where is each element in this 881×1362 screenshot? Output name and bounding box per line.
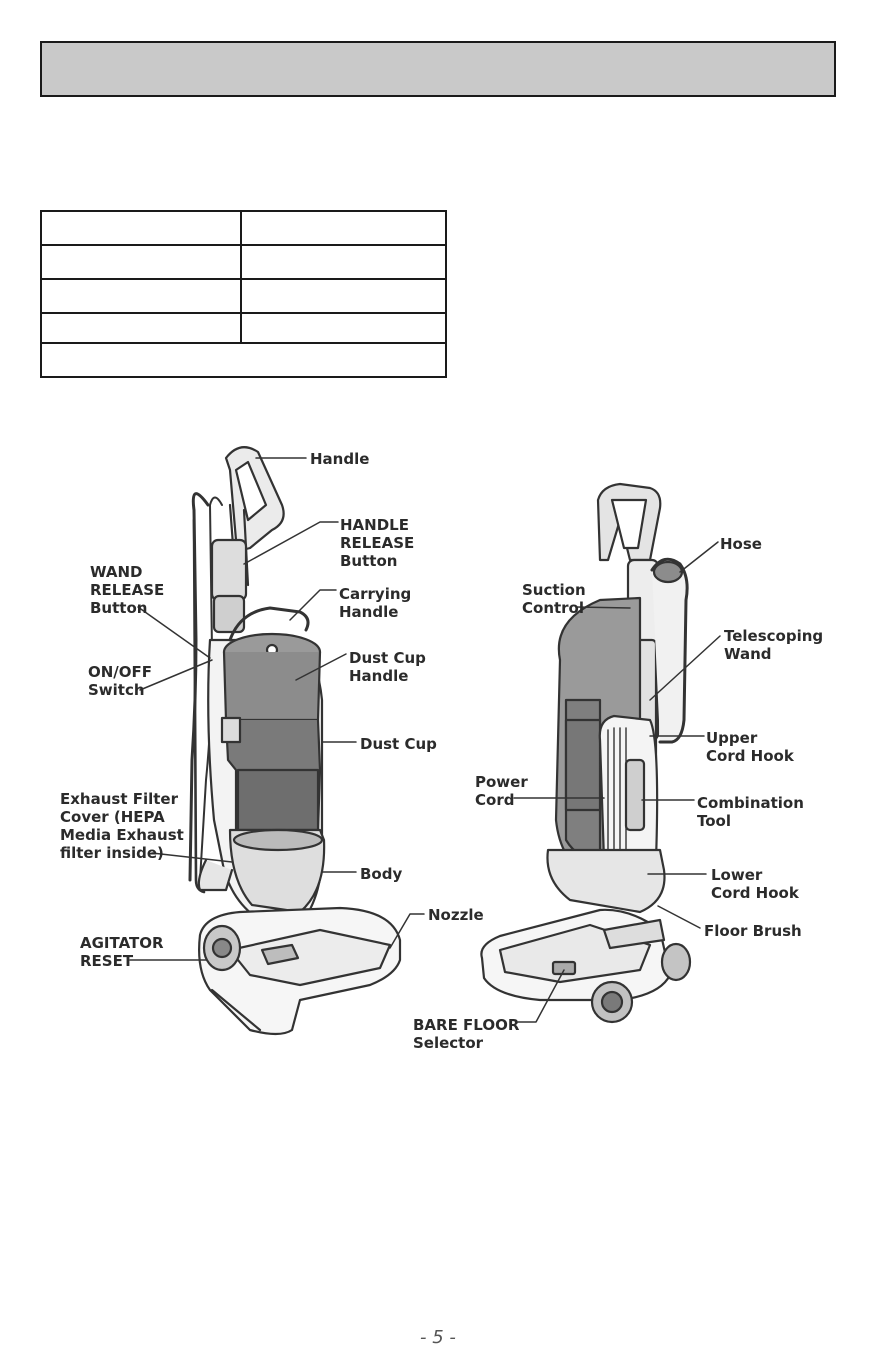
front-view-vacuum (188, 446, 402, 1036)
table-row-divider (42, 244, 445, 246)
label-bare-floor-selector: BARE FLOOR Selector (413, 1016, 520, 1052)
rear-view-vacuum (480, 482, 692, 1024)
label-telescoping-wand: Telescoping Wand (724, 627, 824, 663)
label-dust-cup-handle: Dust Cup Handle (349, 649, 426, 685)
spec-table (40, 210, 447, 378)
label-hose: Hose (720, 535, 762, 553)
label-power-cord: Power Cord (475, 773, 528, 809)
table-column-divider (240, 212, 242, 342)
label-on-off: ON/OFF Switch (88, 663, 153, 699)
table-row-divider (42, 312, 445, 314)
table-row-divider (42, 342, 445, 344)
label-lower-cord-hook: Lower Cord Hook (711, 866, 799, 902)
label-exhaust-filter: Exhaust Filter Cover (HEPA Media Exhaust… (60, 790, 184, 862)
label-nozzle: Nozzle (428, 906, 484, 924)
page-number: - 5 - (420, 1327, 456, 1348)
label-carrying-handle: Carrying Handle (339, 585, 412, 621)
label-combination-tool: Combination Tool (697, 794, 804, 830)
label-floor-brush: Floor Brush (704, 922, 802, 940)
label-wand-release: WAND RELEASE Button (90, 563, 165, 617)
label-handle: Handle (310, 450, 370, 468)
header-bar (40, 41, 836, 97)
label-upper-cord-hook: Upper Cord Hook (706, 729, 794, 765)
label-dust-cup: Dust Cup (360, 735, 437, 753)
label-agitator-reset: AGITATOR RESET (80, 934, 164, 970)
label-body: Body (360, 865, 403, 883)
label-handle-release: HANDLE RELEASE Button (340, 516, 415, 570)
table-row-divider (42, 278, 445, 280)
leader-lines (129, 457, 721, 1023)
label-suction-control: Suction Control (522, 581, 586, 617)
